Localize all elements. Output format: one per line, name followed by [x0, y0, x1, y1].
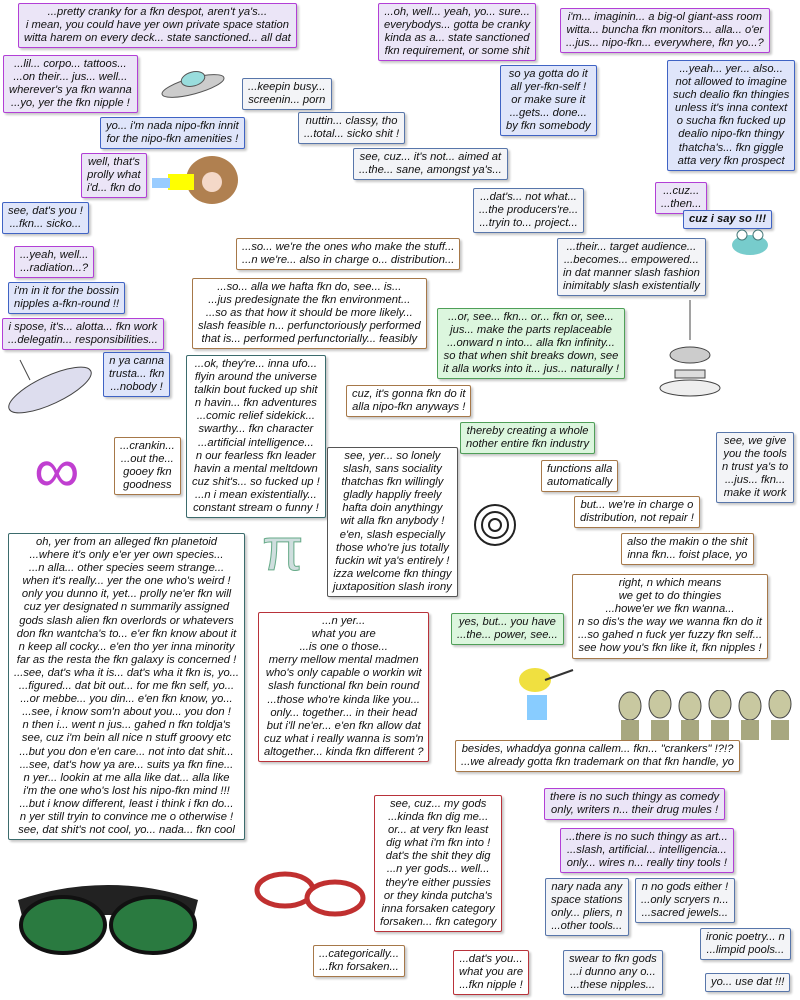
speech-bubble: also the makin o the shit inna fkn... fo…: [621, 533, 754, 566]
pi-icon: π: [261, 516, 304, 583]
speech-bubble: ...categorically... ...fkn forsaken...: [313, 945, 405, 978]
speech-bubble: ...keepin busy... screenin... porn: [242, 78, 332, 111]
frog-icon: [732, 229, 768, 255]
speech-bubble: nary nada any space stations only... pli…: [545, 878, 629, 937]
speech-bubble: n no gods either ! ...only scryers n... …: [635, 878, 735, 924]
aliens-group-icon: [618, 690, 792, 740]
speech-bubble: n ya canna trusta... fkn ...nobody !: [103, 352, 171, 398]
speech-bubble: functions alla automatically: [541, 460, 619, 493]
speech-bubble: ironic poetry... n ...limpid pools...: [700, 928, 791, 961]
spinning-top-ship-icon: [8, 359, 92, 414]
speech-bubble: besides, whaddya gonna callem... fkn... …: [455, 740, 741, 773]
speech-bubble: ...oh, well... yeah, yo... sure... every…: [378, 3, 537, 62]
speech-bubble: ...lil... corpo... tattoos... ...on thei…: [3, 55, 138, 114]
speech-bubble: i'm... imaginin... a big-ol giant-ass ro…: [560, 8, 770, 54]
speech-bubble: see, cuz... it's not... aimed at ...the.…: [353, 148, 508, 181]
cartoon-character-icon: [519, 668, 574, 720]
speech-bubble: cuz i say so !!!: [683, 210, 773, 230]
speech-bubble: ...cuz... ...then...: [655, 182, 708, 215]
speech-bubble: see, we give you the tools n trust ya's …: [716, 432, 795, 504]
speech-bubble: yes, but... you have ...the... power, se…: [451, 613, 564, 646]
speech-bubble: ...so... alla we hafta fkn do, see... is…: [192, 278, 427, 350]
concentric-circles-icon: [474, 504, 516, 546]
speech-bubble: there is no such thingy as comedy only, …: [544, 788, 726, 821]
speech-bubble: ...so... we're the ones who make the stu…: [236, 238, 461, 271]
speech-bubble: i spose, it's... alotta... fkn work ...d…: [2, 318, 164, 351]
speech-bubble: ...ok, they're... inna ufo... flyin arou…: [186, 355, 326, 519]
infinity-icon: ∞: [34, 434, 80, 506]
ufo-icon: [161, 71, 225, 98]
speech-bubble: ...crankin... ...out the... gooey fkn go…: [114, 437, 181, 496]
speech-bubble: right, n which means we get to do thingi…: [572, 574, 769, 659]
speech-bubble: yo... i'm nada nipo-fkn innit for the ni…: [100, 117, 245, 150]
speech-bubble: ...n yer... what you are ...is one o tho…: [258, 612, 430, 763]
spaceship-station-icon: [659, 300, 721, 397]
speech-bubble: thereby creating a whole nother entire f…: [460, 422, 596, 455]
speech-bubble: yo... use dat !!!: [705, 973, 791, 993]
speech-bubble: nuttin... classy, tho ...total... sicko …: [298, 112, 406, 145]
speech-bubble: i'm in it for the bossin nipples a-fkn-r…: [8, 282, 126, 315]
speech-bubble: so ya gotta do it all yer-fkn-self ! or …: [500, 65, 597, 137]
speech-bubble: cuz, it's gonna fkn do it alla nipo-fkn …: [346, 385, 472, 418]
speech-bubble: ...there is no such thingy as art... ...…: [560, 828, 734, 874]
speech-bubble: see, yer... so lonely slash, sans social…: [327, 447, 458, 598]
red-goggles-icon: [254, 871, 366, 917]
speech-bubble: well, that's prolly what i'd... fkn do: [81, 153, 147, 199]
speech-bubble: ...or, see... fkn... or... fkn or, see..…: [437, 308, 625, 380]
hairy-character-icon: [152, 156, 238, 204]
speech-bubble: ...yeah, well... ...radiation...?: [14, 246, 95, 279]
speech-bubble: but... we're in charge o distribution, n…: [574, 496, 700, 529]
speech-bubble: oh, yer from an alleged fkn planetoid ..…: [8, 533, 246, 841]
speech-bubble: ...dat's you... what you are ...fkn nipp…: [453, 950, 530, 996]
speech-bubble: ...their... target audience... ...become…: [557, 238, 706, 297]
green-sunglasses-icon: [18, 885, 198, 955]
speech-bubble: see, dat's you ! ...fkn... sicko...: [2, 202, 89, 235]
speech-bubble: ...yeah... yer... also... not allowed to…: [667, 60, 796, 171]
speech-bubble: see, cuz... my gods ...kinda fkn dig me.…: [374, 795, 503, 932]
speech-bubble: ...dat's... not what... ...the producers…: [473, 188, 585, 234]
speech-bubble: ...pretty cranky for a fkn despot, aren'…: [18, 3, 297, 49]
speech-bubble: swear to fkn gods ...i dunno any o... ..…: [563, 950, 663, 996]
